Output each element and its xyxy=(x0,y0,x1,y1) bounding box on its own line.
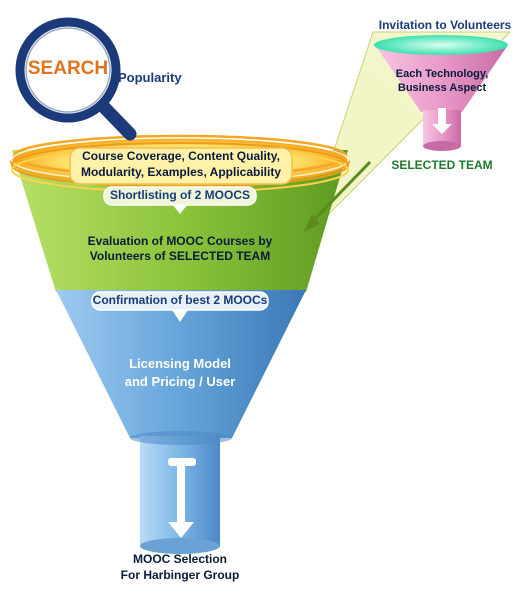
magnifier-icon xyxy=(15,17,137,141)
beam-arrow xyxy=(308,160,372,226)
rim-text-box xyxy=(69,147,293,185)
criteria-line-2: Modularity, Examples, Applicability xyxy=(80,165,282,179)
volunteers-title: Invitation to Volunteers xyxy=(378,18,512,32)
output-line-2: For Harbinger Group xyxy=(120,568,240,582)
search-label: SEARCH xyxy=(27,58,109,79)
shortlisting-tab xyxy=(103,186,257,206)
blue-band xyxy=(56,290,306,438)
licensing-line-1: Licensing Model xyxy=(129,356,231,371)
criteria-line-1: Course Coverage, Content Quality, xyxy=(82,149,280,163)
popularity-label: Popularity xyxy=(118,70,182,85)
green-band xyxy=(12,150,348,292)
licensing-line-2: and Pricing / User xyxy=(124,374,236,389)
output-line-1: MOOC Selection xyxy=(132,552,227,566)
pink-funnel-body xyxy=(375,45,508,112)
shortlisting-label: Shortlisting of 2 MOOCS xyxy=(110,188,250,202)
confirmation-tab xyxy=(91,291,269,311)
selected-team-label: SELECTED TEAM xyxy=(391,158,493,172)
volunteers-line-2: Business Aspect xyxy=(397,82,487,94)
evaluation-line-2: Volunteers of SELECTED TEAM xyxy=(89,249,271,263)
confirmation-label: Confirmation of best 2 MOOCs xyxy=(92,293,268,307)
pink-funnel-top xyxy=(374,35,508,55)
spout-arrow xyxy=(168,466,194,538)
volunteers-line-1: Each Technology, xyxy=(395,68,489,80)
evaluation-line-1: Evaluation of MOOC Courses by xyxy=(87,234,273,248)
